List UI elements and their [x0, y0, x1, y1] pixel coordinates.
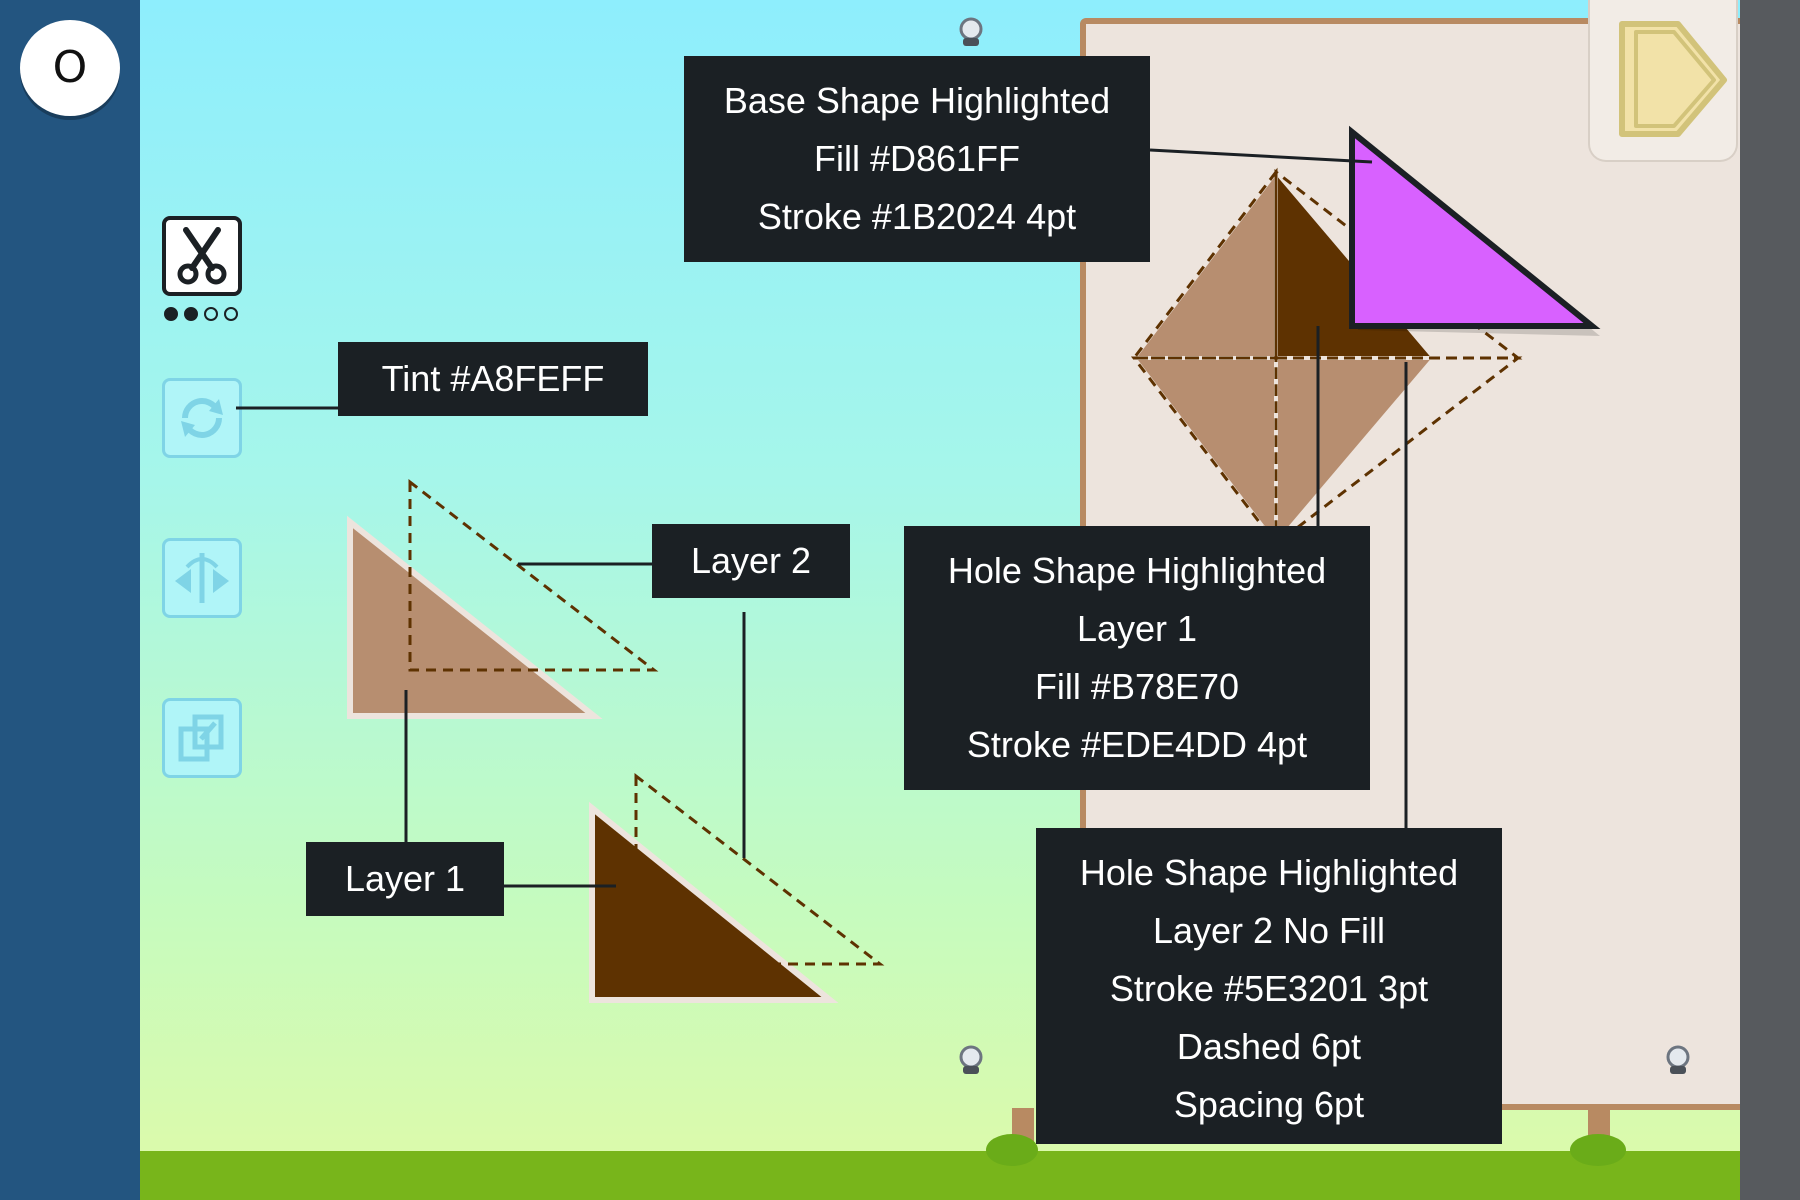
annotation-line: Stroke #EDE4DD 4pt	[966, 724, 1308, 765]
pushpin-icon	[1666, 1045, 1690, 1074]
layer2-dark-outline	[634, 772, 885, 966]
annotation-line: Dashed 6pt	[1176, 1026, 1362, 1067]
bush	[986, 1134, 1038, 1166]
copy-tool-button[interactable]	[162, 698, 242, 778]
rotate-icon	[181, 398, 223, 438]
tool-page-indicator	[162, 305, 252, 325]
layer1-sample-triangle	[347, 515, 603, 719]
hole-layer2-annotation: Hole Shape Highlighted Layer 2 No Fill S…	[1036, 828, 1502, 1144]
right-edge-strip	[1740, 0, 1800, 1200]
next-button[interactable]	[1588, 0, 1738, 162]
scissors-icon	[177, 227, 227, 285]
annotation-line: Spacing 6pt	[1173, 1084, 1365, 1125]
scissors-tool-button[interactable]	[162, 216, 242, 296]
annotation-line: Tint #A8FEFF	[381, 358, 605, 399]
annotation-line: Layer 1	[344, 858, 466, 899]
page-dot	[224, 307, 238, 321]
next-arrow-icon	[1619, 21, 1727, 137]
layer1-annotation: Layer 1	[306, 842, 504, 916]
layer2-sample-outline	[408, 478, 659, 672]
layer2-annotation: Layer 2	[652, 524, 850, 598]
hole-layer1-annotation: Hole Shape Highlighted Layer 1 Fill #B78…	[904, 526, 1370, 790]
flip-icon	[175, 553, 229, 603]
pushpin-icon	[959, 1045, 983, 1074]
annotation-line: Base Shape Highlighted	[723, 80, 1111, 121]
annotation-line: Stroke #1B2024 4pt	[757, 196, 1077, 237]
annotation-line: Hole Shape Highlighted	[947, 550, 1327, 591]
bush	[1570, 1134, 1626, 1166]
pushpin-icon	[959, 17, 983, 46]
tint-annotation: Tint #A8FEFF	[338, 342, 648, 416]
base-shape	[1349, 125, 1601, 329]
annotation-line: Layer 2 No Fill	[1152, 910, 1386, 951]
annotation-line: Fill #B78E70	[1034, 666, 1240, 707]
left-panel	[0, 0, 140, 1200]
annotation-leaders	[236, 148, 1408, 888]
page-dot	[184, 307, 198, 321]
rotate-tool-button[interactable]	[162, 378, 242, 458]
annotation-line: Stroke #5E3201 3pt	[1109, 968, 1429, 1009]
layer1-dark-triangle	[589, 801, 839, 1003]
flip-tool-button[interactable]	[162, 538, 242, 618]
base-shape-annotation: Base Shape Highlighted Fill #D861FF Stro…	[684, 56, 1150, 262]
annotation-line: Fill #D861FF	[813, 138, 1021, 179]
mode-toggle-button[interactable]: O	[20, 20, 120, 116]
hole-piece-layer1	[1274, 356, 1439, 550]
annotation-line: Layer 2	[690, 540, 812, 581]
page-dot	[204, 307, 218, 321]
annotation-line: Hole Shape Highlighted	[1079, 852, 1459, 893]
copy-icon	[178, 714, 224, 762]
mode-toggle-label: O	[52, 42, 88, 93]
page-dot	[164, 307, 178, 321]
grass-ground	[140, 1151, 1740, 1200]
annotation-line: Layer 1	[1076, 608, 1198, 649]
